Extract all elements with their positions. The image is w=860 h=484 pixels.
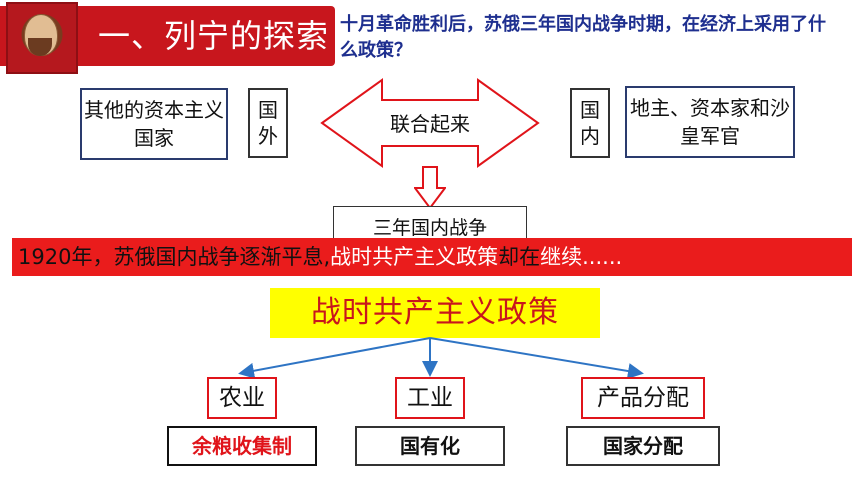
other-capitalist-countries-box: 其他的资本主义国家 [80,88,228,160]
foreign-label-box: 国外 [248,88,288,158]
page-title: 一、列宁的探索 [98,17,330,55]
policy-title: 战时共产主义政策 [270,288,600,338]
unite-label: 联合起来 [390,112,470,136]
banner-ellipsis: ...... [582,245,623,269]
down-arrow-icon [414,166,446,210]
result-nationalization: 国有化 [355,426,505,466]
banner-text-1: 1920年，苏俄国内战争逐渐平息, [18,245,331,269]
landlords-capitalists-box: 地主、资本家和沙皇军官 [625,86,795,158]
portrait-beard [28,38,52,56]
question-text: 十月革命胜利后，苏俄三年国内战争时期，在经济上采用了什么政策？ [340,14,826,61]
category-distribution: 产品分配 [581,377,705,419]
category-agriculture: 农业 [207,377,277,419]
war-communism-banner: 1920年，苏俄国内战争逐渐平息,战时共产主义政策却在继续...... [12,238,852,276]
category-industry: 工业 [395,377,465,419]
result-state-distribution: 国家分配 [566,426,720,466]
banner-text-2: 却在 [498,245,541,269]
result-grain-requisition: 余粮收集制 [167,426,317,466]
banner-highlight-policy: 战时共产主义政策 [330,245,499,269]
domestic-label-box: 国内 [570,88,610,158]
banner-highlight-continue: 继续 [540,245,583,269]
double-arrow-shape [320,78,540,168]
